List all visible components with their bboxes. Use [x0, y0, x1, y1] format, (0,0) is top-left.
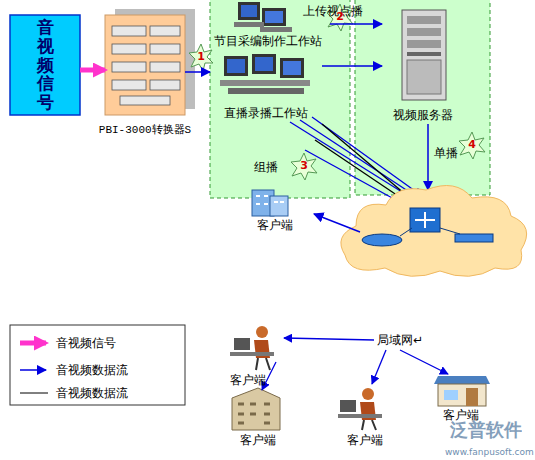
- person-icon: [230, 326, 274, 370]
- flow-arrow: [330, 23, 382, 25]
- node-label: 客户端: [230, 373, 266, 387]
- diagram-node: 客户端: [335, 385, 395, 447]
- annotation-label: 局域网↵: [377, 333, 423, 347]
- annotation-label: 组播: [254, 160, 278, 174]
- network-cloud: [341, 186, 527, 277]
- callout-star: [189, 44, 213, 71]
- node-label: 音视频信号: [37, 18, 54, 111]
- flow-arrow: [80, 68, 105, 73]
- legend-box: [10, 325, 185, 405]
- converter-box: [105, 15, 185, 115]
- callout-number: 4: [465, 138, 479, 152]
- watermark: www.fanpusoft.com: [445, 445, 534, 459]
- node-label: 视频服务器: [393, 108, 453, 122]
- annotation-label: 单播: [434, 146, 458, 160]
- unicast-arrow: [427, 124, 429, 190]
- person-icon: [338, 388, 382, 430]
- diagram-node: 客户端: [240, 188, 310, 232]
- building-icon: [232, 388, 280, 430]
- watermark: 泛普软件: [450, 423, 522, 437]
- diagram-node: 客户端: [215, 325, 280, 387]
- diagram-node: 视频服务器: [382, 4, 464, 122]
- server-region: [355, 0, 490, 195]
- diagram-node: PBI-3000转换器S: [105, 15, 185, 115]
- node-label: 节目采编制作工作站: [214, 34, 322, 48]
- legend-text: 音视频数据流: [56, 363, 128, 377]
- diagram-node: 客户端: [428, 368, 493, 422]
- legend-sample: [20, 341, 46, 346]
- flow-arrow: [322, 65, 382, 67]
- callout-star: [459, 132, 485, 159]
- node-label: 客户端: [257, 218, 293, 232]
- node-label: PBI-3000转换器S: [99, 123, 191, 137]
- network-devices: [362, 208, 493, 246]
- legend-text: 音视频信号: [56, 336, 116, 350]
- callout-number: 3: [297, 159, 311, 173]
- callout-number: 1: [194, 50, 208, 64]
- node-label: 客户端: [240, 433, 276, 447]
- diagram-node: 客户端: [225, 385, 290, 447]
- client-arrow: [314, 214, 360, 232]
- workstation-icon: [234, 2, 292, 32]
- legend-text: 音视频数据流: [56, 386, 128, 400]
- shop-icon: [434, 376, 490, 406]
- server-icon: [402, 10, 446, 100]
- flow-arrow: [185, 71, 210, 73]
- diagram-node: 直播录播工作站: [210, 50, 322, 120]
- node-label: 客户端: [443, 408, 479, 422]
- legend-sample: [20, 369, 46, 371]
- legend-sample: [20, 393, 48, 394]
- annotation-label: 上传视点播: [303, 4, 363, 18]
- callout-star: [291, 153, 317, 180]
- diagram-node: 音视频信号: [10, 15, 80, 115]
- workstation-icon: [220, 54, 310, 94]
- station-region: [210, 0, 350, 198]
- signal-box: [10, 15, 80, 115]
- node-label: 客户端: [347, 433, 383, 447]
- node-label: 直播录播工作站: [224, 106, 308, 120]
- callout-number: 2: [333, 10, 347, 24]
- converter-racks: [112, 26, 180, 105]
- building-icon: [252, 190, 288, 216]
